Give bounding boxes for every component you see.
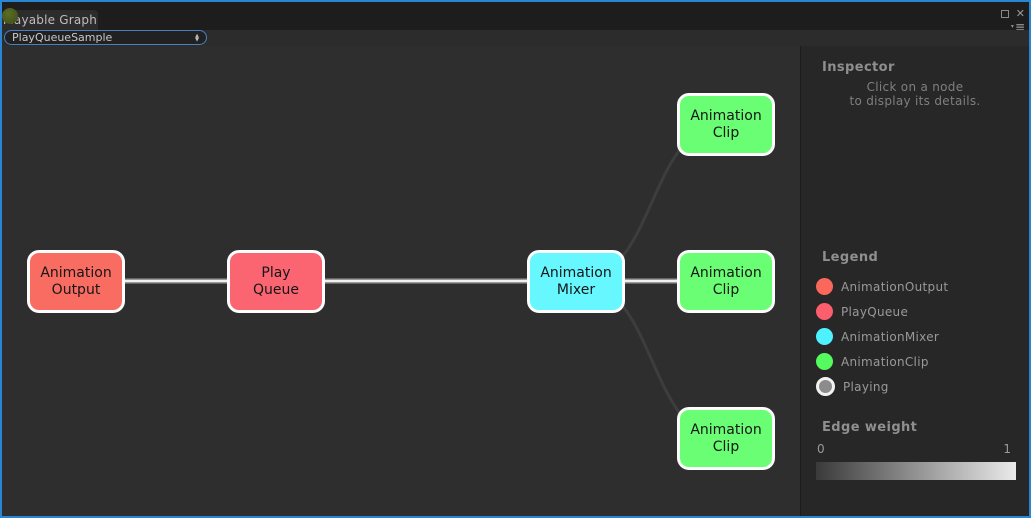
graph-node-animation-clip-middle[interactable]: Animation Clip xyxy=(677,250,775,313)
legend-item-play-queue: PlayQueue xyxy=(816,299,948,324)
edge-weight-gradient-bar xyxy=(816,462,1016,480)
graph-selector-dropdown[interactable]: PlayQueueSample ▲ ▼ xyxy=(4,30,207,45)
green-dot-overlay xyxy=(2,8,18,24)
legend-item-animation-clip: AnimationClip xyxy=(816,349,948,374)
legend-label: PlayQueue xyxy=(841,304,909,319)
tab-bar: Playable Graph ✕ ▾ ≡ xyxy=(2,2,1029,34)
legend-dot-playing xyxy=(816,377,835,396)
edge-weight-title: Edge weight xyxy=(822,420,918,435)
graph-node-animation-mixer[interactable]: Animation Mixer xyxy=(527,250,625,313)
tab-playable-graph[interactable]: Playable Graph xyxy=(2,10,98,30)
dropdown-arrows-icon: ▲ ▼ xyxy=(195,32,199,43)
graph-node-play-queue[interactable]: Play Queue xyxy=(227,250,325,313)
legend-item-playing: Playing xyxy=(816,374,948,399)
edge-weight-min-label: 0 xyxy=(817,442,825,456)
graph-node-animation-clip-top[interactable]: Animation Clip xyxy=(677,93,775,156)
legend-label: AnimationMixer xyxy=(841,329,940,344)
legend-label: Playing xyxy=(843,379,889,394)
graph-node-animation-output[interactable]: Animation Output xyxy=(27,250,125,313)
legend-item-animation-mixer: AnimationMixer xyxy=(816,324,948,349)
maximize-icon[interactable] xyxy=(1000,9,1009,18)
legend-label: AnimationOutput xyxy=(841,279,949,294)
legend-label: AnimationClip xyxy=(841,354,929,369)
legend-dot-animation-clip xyxy=(816,353,833,370)
toolbar: PlayQueueSample ▲ ▼ xyxy=(2,30,1029,46)
legend-dot-animation-mixer xyxy=(816,328,833,345)
window-content: Animation Output Play Queue Animation Mi… xyxy=(2,46,1029,516)
window-menu-icon[interactable]: ▾ ≡ xyxy=(1010,20,1025,34)
menu-triangle-icon: ▾ xyxy=(1010,23,1014,30)
inspector-panel: Inspector Click on a node to display its… xyxy=(800,46,1029,516)
arrow-up-icon: ▲ xyxy=(195,32,199,39)
legend-dot-animation-output xyxy=(816,278,833,295)
graph-canvas[interactable]: Animation Output Play Queue Animation Mi… xyxy=(2,46,800,516)
legend-item-animation-output: AnimationOutput xyxy=(816,274,948,299)
graph-selector-value: PlayQueueSample xyxy=(12,31,113,44)
legend-title: Legend xyxy=(822,250,879,265)
hamburger-icon: ≡ xyxy=(1014,20,1025,34)
legend-list: AnimationOutput PlayQueue AnimationMixer… xyxy=(816,274,948,399)
edge-weight-max-label: 1 xyxy=(1003,442,1011,456)
graph-node-animation-clip-bottom[interactable]: Animation Clip xyxy=(677,407,775,470)
inspector-title: Inspector xyxy=(822,60,895,75)
window-controls: ✕ xyxy=(1000,7,1025,20)
inspector-hint: Click on a node to display its details. xyxy=(849,80,981,108)
close-icon[interactable]: ✕ xyxy=(1015,7,1025,20)
legend-dot-play-queue xyxy=(816,303,833,320)
arrow-down-icon: ▼ xyxy=(195,36,199,43)
